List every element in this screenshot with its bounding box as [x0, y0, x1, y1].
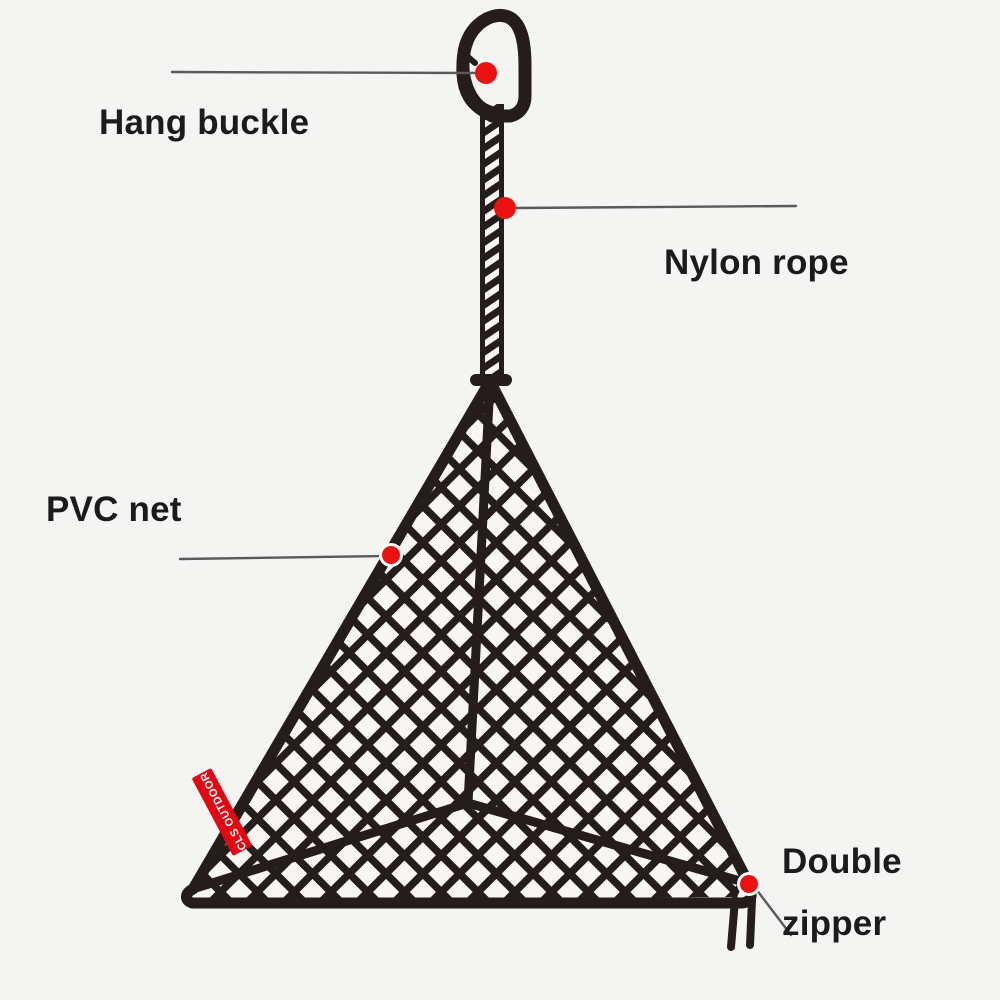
callout-label-pvc-net: PVC net: [46, 490, 182, 529]
callout-label-double-zipper: Double zipper: [782, 842, 902, 943]
zipper-pulls: [727, 896, 756, 951]
leader-pvc-net: [178, 554, 385, 561]
callout-label-double-zipper-line1: Double: [782, 842, 902, 881]
pvc-net-face-right: [468, 382, 745, 880]
nylon-rope: [480, 104, 504, 386]
leader-double-zipper: [754, 887, 793, 937]
callout-label-hang-buckle: Hang buckle: [99, 103, 310, 142]
pvc-net-face-bottom: [196, 802, 745, 900]
pvc-net-seams: [181, 374, 757, 909]
callout-leader-lines: [170, 70, 798, 937]
carabiner-body: [456, 8, 532, 123]
callout-label-double-zipper-line2: zipper: [782, 904, 887, 944]
leader-nylon-rope: [512, 204, 798, 210]
marker-nylon-rope: [494, 197, 516, 219]
leader-hang-buckle: [170, 70, 480, 75]
callout-label-nylon-rope: Nylon rope: [664, 243, 849, 282]
callout-markers: [379, 62, 761, 896]
marker-hang-buckle: [475, 62, 497, 84]
